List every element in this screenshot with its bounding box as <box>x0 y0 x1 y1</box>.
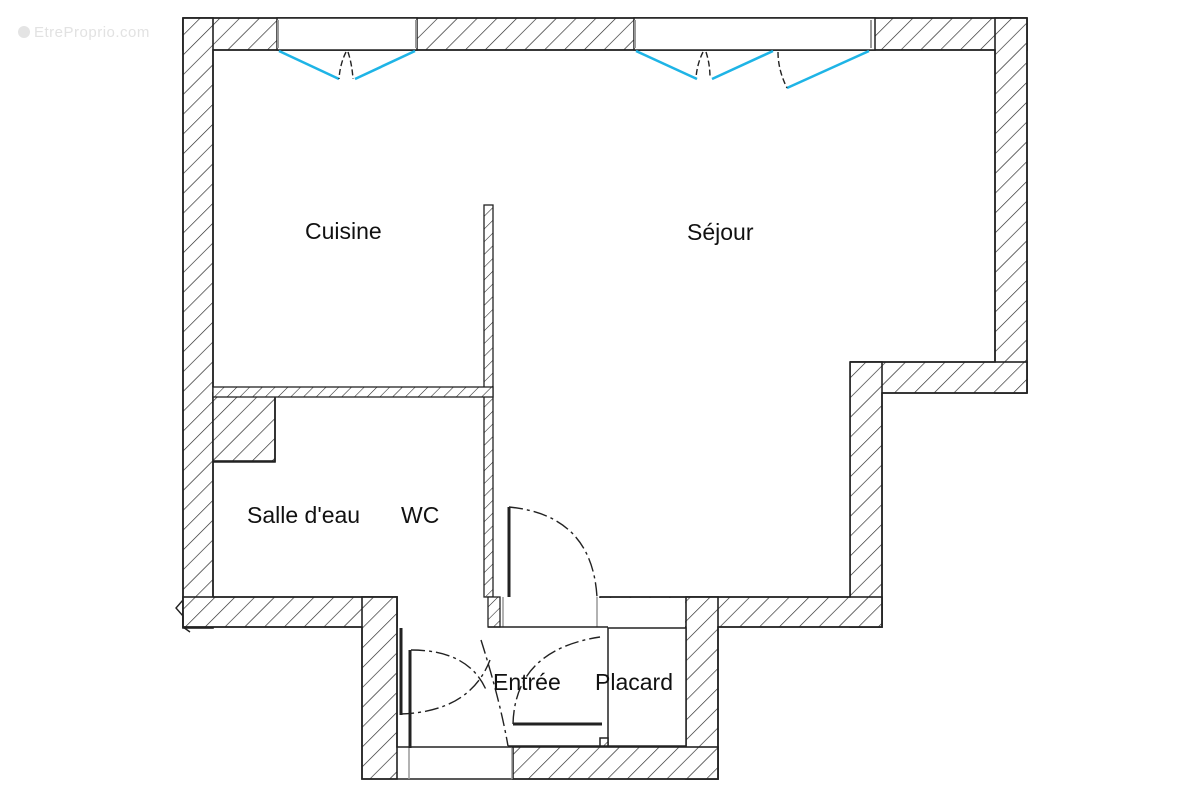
living-window <box>633 17 876 51</box>
watermark: EtreProprio.com <box>18 24 150 41</box>
kitchen-window <box>276 17 418 51</box>
copyright-circle-icon <box>18 26 30 38</box>
room-label-salle-deau: Salle d'eau <box>247 502 361 528</box>
exterior-walls <box>182 17 1028 780</box>
room-label-sejour: Séjour <box>687 219 754 245</box>
room-label-wc: WC <box>401 502 440 528</box>
watermark-text: EtreProprio.com <box>34 24 150 41</box>
doors <box>399 506 602 779</box>
room-label-placard: Placard <box>595 669 673 695</box>
room-label-cuisine: Cuisine <box>305 218 382 244</box>
room-label-entree: Entrée <box>493 669 561 695</box>
room-areas <box>214 51 994 778</box>
windows <box>276 17 876 90</box>
interior-partitions <box>212 204 501 628</box>
sejour-door-swing <box>508 506 598 598</box>
wall-jog <box>175 599 191 633</box>
placard <box>488 626 687 747</box>
window-casements <box>278 49 870 90</box>
